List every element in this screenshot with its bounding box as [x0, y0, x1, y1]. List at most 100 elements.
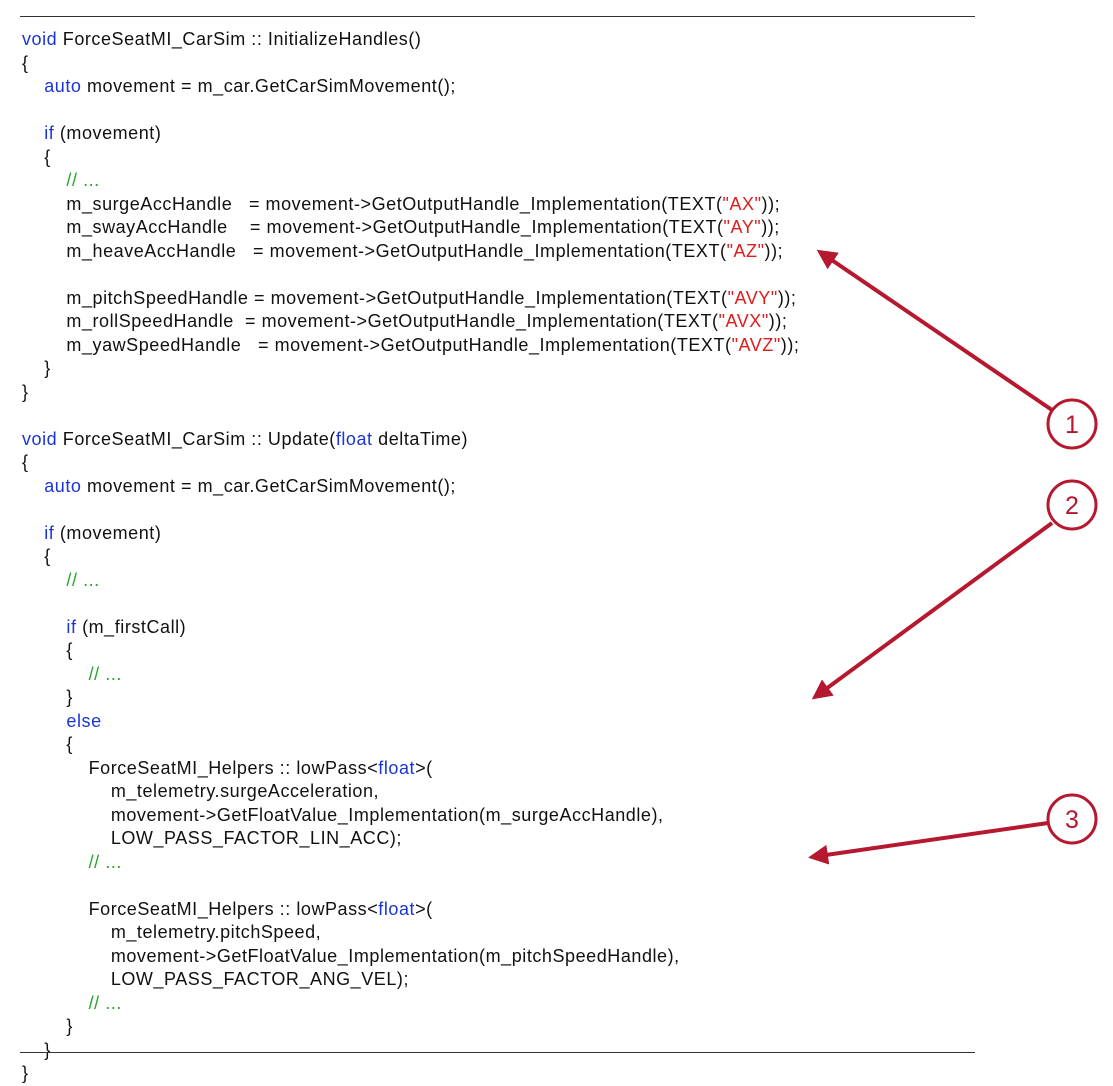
code-text: (movement): [54, 123, 162, 143]
code-text: movement->GetFloatValue_Implementation(m…: [22, 804, 664, 825]
code-text: ));: [780, 334, 800, 355]
code-text: }: [22, 1016, 73, 1036]
code-keyword: auto: [44, 475, 82, 496]
code-text: >(: [415, 757, 433, 778]
code-text: ForceSeatMI_Helpers :: lowPass<: [22, 757, 379, 778]
code-line: void ForceSeatMI_CarSim :: InitializeHan…: [22, 28, 799, 52]
code-line: if (m_firstCall): [22, 616, 799, 640]
code-line: {: [22, 545, 799, 569]
code-keyword: else: [66, 710, 102, 731]
code-line: if (movement): [22, 522, 799, 546]
code-text: {: [22, 52, 29, 73]
code-line: // ...: [22, 569, 799, 593]
callout-2-circle: [1046, 479, 1098, 531]
code-text: }: [22, 1039, 51, 1060]
code-line: movement->GetFloatValue_Implementation(m…: [22, 945, 799, 969]
code-listing: void ForceSeatMI_CarSim :: InitializeHan…: [22, 28, 799, 1086]
code-text: deltaTime): [372, 428, 469, 449]
code-line: m_rollSpeedHandle = movement->GetOutputH…: [22, 310, 799, 334]
code-line: movement->GetFloatValue_Implementation(m…: [22, 804, 799, 828]
code-line: m_yawSpeedHandle = movement->GetOutputHa…: [22, 334, 799, 358]
code-line: auto movement = m_car.GetCarSimMovement(…: [22, 475, 799, 499]
code-text: m_telemetry.pitchSpeed,: [22, 922, 322, 942]
code-text: ));: [768, 311, 788, 331]
code-string: "AVY": [727, 287, 778, 308]
code-text: {: [22, 546, 51, 566]
code-line: if (movement): [22, 122, 799, 146]
code-keyword: float: [378, 757, 416, 778]
code-line: // ...: [22, 663, 799, 687]
code-line: // ...: [22, 851, 799, 875]
callout-3-circle: [1046, 793, 1098, 845]
code-line: m_pitchSpeedHandle = movement->GetOutput…: [22, 287, 799, 311]
code-text: }: [22, 687, 73, 707]
code-text: LOW_PASS_FACTOR_ANG_VEL);: [22, 969, 409, 989]
code-line: void ForceSeatMI_CarSim :: Update(float …: [22, 428, 799, 452]
code-text: (movement): [54, 522, 162, 543]
code-line: {: [22, 146, 799, 170]
code-keyword: if: [44, 123, 55, 143]
code-string: "AZ": [726, 240, 765, 261]
code-line: LOW_PASS_FACTOR_ANG_VEL);: [22, 968, 799, 992]
callout-3: 3: [808, 793, 1098, 865]
code-text: ));: [761, 193, 781, 214]
code-comment: // ...: [66, 170, 100, 190]
code-string: "AX": [722, 193, 762, 214]
bottom-rule: [20, 1052, 975, 1053]
callout-1: 1: [816, 249, 1098, 450]
callout-1-label: 1: [1065, 411, 1079, 439]
code-text: (m_firstCall): [76, 616, 187, 637]
code-string: "AY": [723, 217, 762, 237]
code-comment: // ...: [88, 992, 122, 1013]
code-line: else: [22, 710, 799, 734]
callout-1-arrow: [816, 249, 1054, 412]
code-keyword: void: [22, 428, 58, 449]
code-text: m_telemetry.surgeAcceleration,: [22, 781, 380, 801]
code-text: movement->GetFloatValue_Implementation(m…: [22, 945, 680, 966]
code-text: }: [22, 381, 29, 402]
code-line: // ...: [22, 992, 799, 1016]
code-text: m_yawSpeedHandle = movement->GetOutputHa…: [22, 334, 732, 355]
code-line: }: [22, 1039, 799, 1063]
code-line: }: [22, 1015, 799, 1039]
callout-2: 2: [811, 479, 1098, 700]
code-keyword: auto: [44, 76, 82, 96]
code-line: m_swayAccHandle = movement->GetOutputHan…: [22, 216, 799, 240]
code-text: {: [22, 640, 73, 660]
code-line: }: [22, 686, 799, 710]
code-line: }: [22, 357, 799, 381]
code-comment: // ...: [88, 851, 122, 872]
code-line: m_telemetry.surgeAcceleration,: [22, 780, 799, 804]
code-line: ForceSeatMI_Helpers :: lowPass<float>(: [22, 898, 799, 922]
code-line: m_heaveAccHandle = movement->GetOutputHa…: [22, 240, 799, 264]
callout-3-arrow: [808, 821, 1049, 865]
code-text: ));: [777, 287, 797, 308]
code-text: m_rollSpeedHandle = movement->GetOutputH…: [22, 311, 719, 331]
code-line: {: [22, 639, 799, 663]
code-keyword: float: [378, 898, 416, 919]
code-text: m_surgeAccHandle = movement->GetOutputHa…: [22, 193, 723, 214]
code-line: m_surgeAccHandle = movement->GetOutputHa…: [22, 193, 799, 217]
code-text: m_swayAccHandle = movement->GetOutputHan…: [22, 217, 724, 237]
code-comment: // ...: [66, 569, 100, 590]
code-text: ForceSeatMI_CarSim :: InitializeHandles(…: [57, 29, 422, 49]
code-text: {: [22, 146, 51, 167]
code-text: ForceSeatMI_CarSim :: Update(: [57, 428, 336, 449]
code-text: m_heaveAccHandle = movement->GetOutputHa…: [22, 240, 727, 261]
code-comment: // ...: [88, 663, 122, 684]
code-text: m_pitchSpeedHandle = movement->GetOutput…: [22, 287, 728, 308]
code-string: "AVX": [718, 311, 769, 331]
callout-2-label: 2: [1065, 492, 1079, 520]
code-text: ));: [761, 217, 780, 237]
code-line: auto movement = m_car.GetCarSimMovement(…: [22, 75, 799, 99]
code-text: ForceSeatMI_Helpers :: lowPass<: [22, 898, 379, 919]
code-line: }: [22, 381, 799, 405]
code-line: LOW_PASS_FACTOR_LIN_ACC);: [22, 827, 799, 851]
code-line: m_telemetry.pitchSpeed,: [22, 921, 799, 945]
code-string: "AVZ": [731, 334, 781, 355]
callout-1-circle: [1046, 398, 1098, 450]
code-text: LOW_PASS_FACTOR_LIN_ACC);: [22, 828, 402, 848]
code-text: movement = m_car.GetCarSimMovement();: [81, 475, 456, 496]
code-line: // ...: [22, 169, 799, 193]
